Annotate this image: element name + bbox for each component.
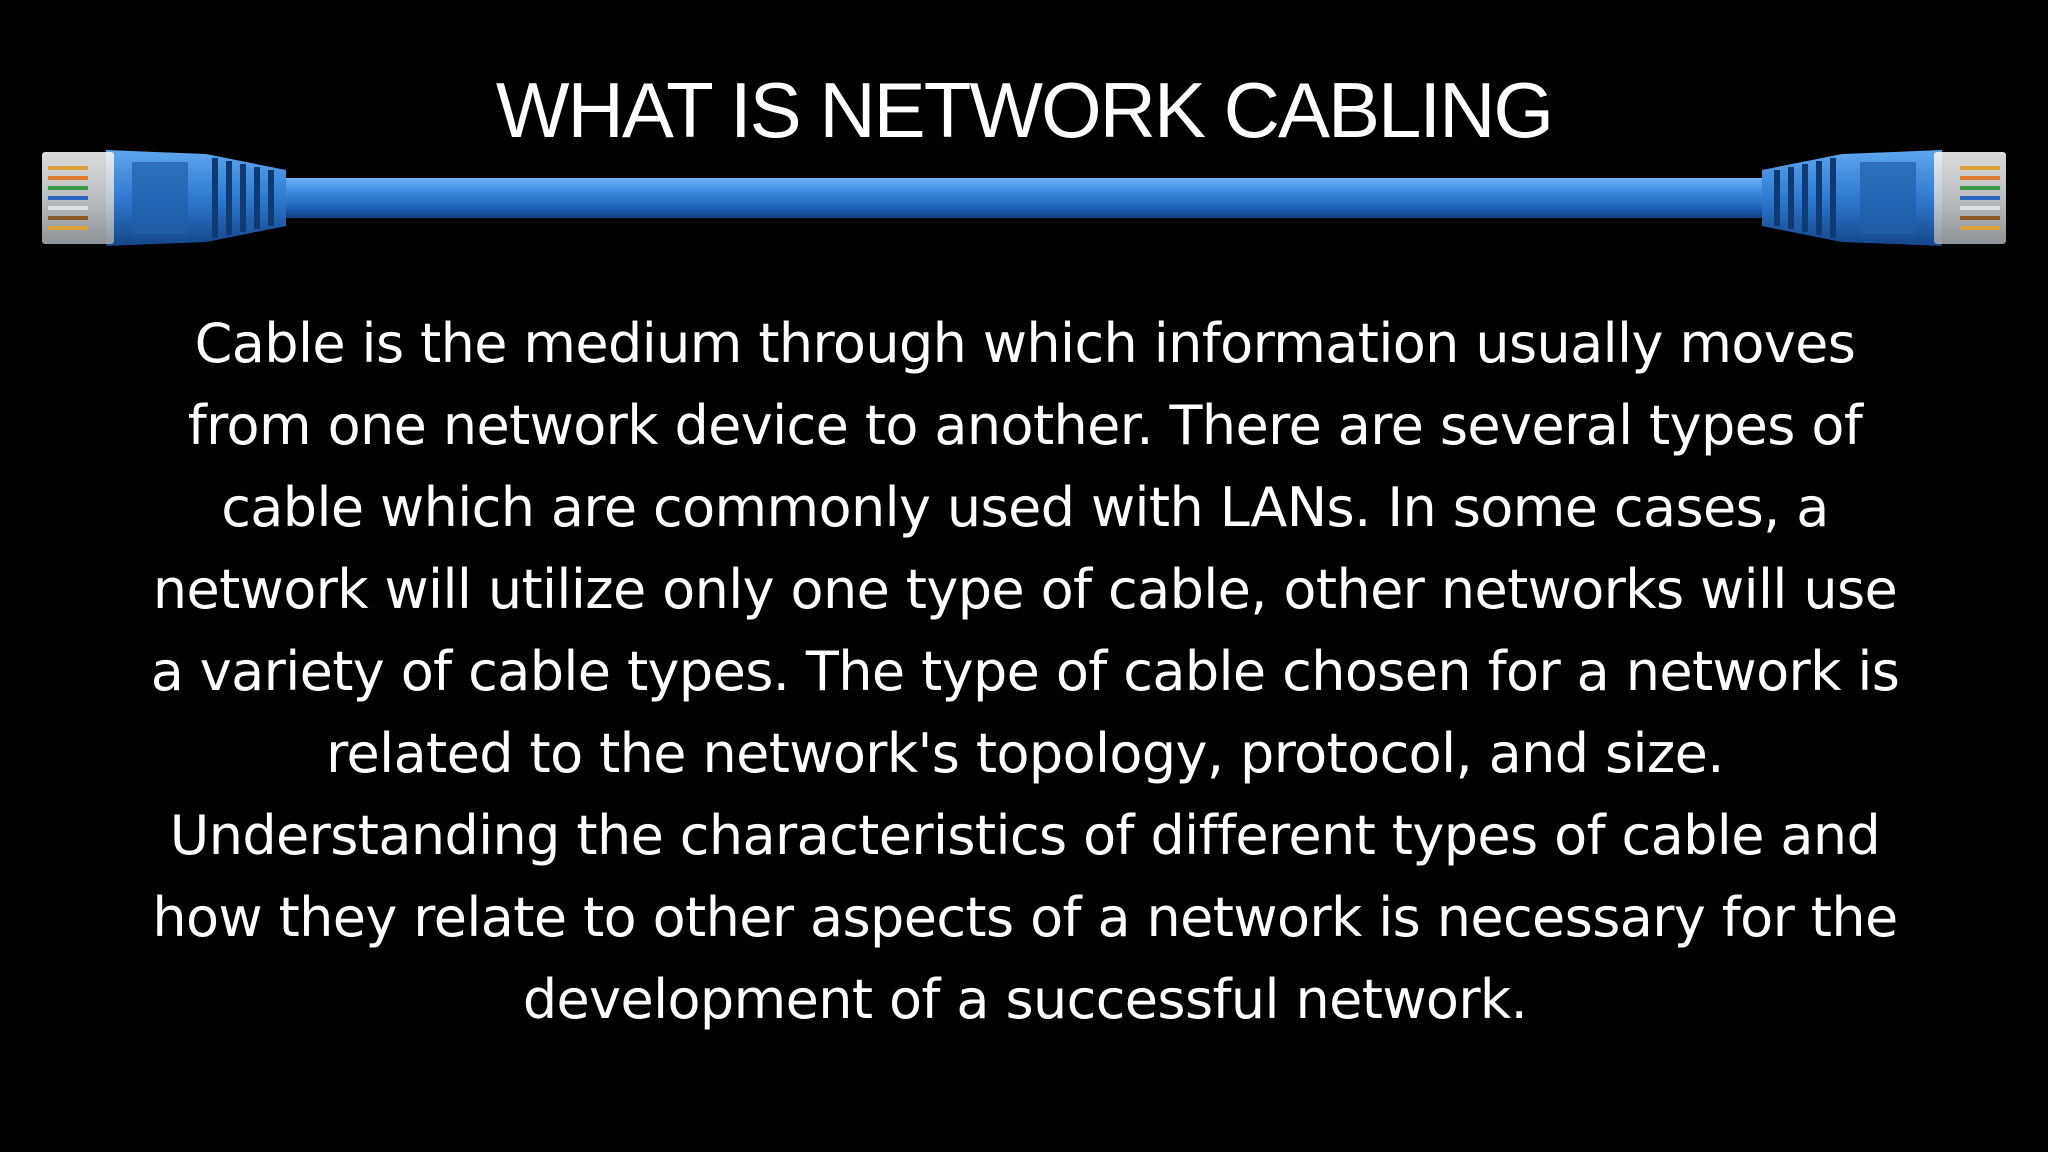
slide-body-text: Cable is the medium through which inform… (150, 312, 1900, 1031)
slide-title: WHAT IS NETWORK CABLING (495, 66, 1554, 154)
ethernet-cable-icon (42, 150, 2006, 246)
